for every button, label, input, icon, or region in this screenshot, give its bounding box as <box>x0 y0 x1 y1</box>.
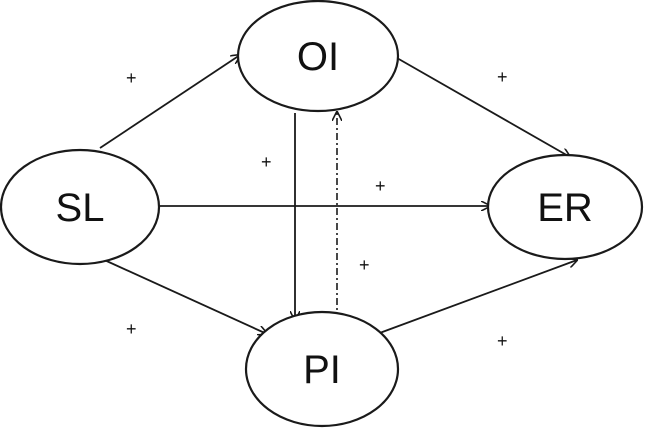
node-er: ER <box>486 153 644 261</box>
sign-pi-er: + <box>497 331 508 351</box>
sign-sl-oi: + <box>126 68 137 88</box>
edge-oi-to-er <box>396 57 570 157</box>
node-oi: OI <box>236 0 400 113</box>
sign-sl-er: + <box>375 176 386 196</box>
node-er-label: ER <box>537 186 593 230</box>
sign-sl-pi: + <box>126 319 137 339</box>
node-pi: PI <box>244 310 400 428</box>
node-oi-label: OI <box>297 35 339 79</box>
node-sl: SL <box>0 148 161 266</box>
sign-pi-oi: + <box>359 255 370 275</box>
edge-pi-to-er <box>376 260 577 335</box>
sign-oi-er: + <box>497 67 508 87</box>
sign-oi-pi: + <box>261 152 272 172</box>
node-sl-label: SL <box>56 186 105 230</box>
edge-sl-to-oi <box>99 55 240 149</box>
node-pi-label: PI <box>303 348 341 392</box>
edge-sl-to-pi <box>99 257 267 334</box>
